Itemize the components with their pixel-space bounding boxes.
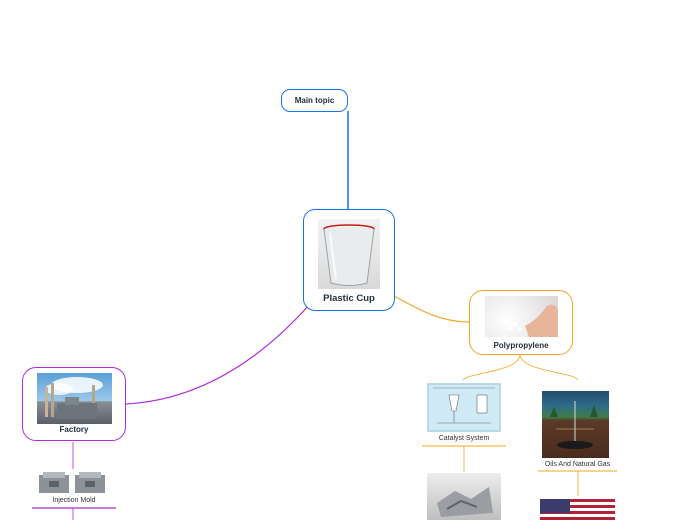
mold-icon xyxy=(39,472,105,493)
plastic-cup-image xyxy=(318,219,380,289)
oils-natural-gas-label[interactable]: Oils And Natural Gas xyxy=(544,461,611,468)
resin-pellets-image xyxy=(485,296,558,337)
main-topic-label: Main topic xyxy=(294,96,335,105)
factory-label: Factory xyxy=(59,425,89,434)
factory-icon xyxy=(45,377,103,419)
central-topic-node[interactable]: Plastic Cup xyxy=(303,209,395,311)
catalyst-system-image[interactable] xyxy=(427,383,501,432)
central-topic-label: Plastic Cup xyxy=(323,293,375,304)
polypropylene-label: Polypropylene xyxy=(493,341,549,350)
polypropylene-node[interactable]: Polypropylene xyxy=(469,290,573,355)
link-poly-oils xyxy=(519,353,579,381)
oil-rig-icon xyxy=(542,383,609,449)
injection-mold-label[interactable]: Injection Mold xyxy=(52,497,96,504)
catalyst-system-label[interactable]: Catalyst System xyxy=(438,435,490,442)
link-poly-catalyst xyxy=(462,353,521,381)
oils-natural-gas-image[interactable] xyxy=(542,383,609,458)
hand-icon xyxy=(503,304,558,337)
metal-parts-icon xyxy=(437,487,493,517)
us-flag-image[interactable] xyxy=(540,499,615,520)
link-center-polypropylene xyxy=(393,295,470,323)
link-center-factory xyxy=(125,303,311,405)
factory-node[interactable]: Factory xyxy=(22,367,126,441)
injection-mold-image[interactable] xyxy=(37,469,109,495)
process-diagram-icon xyxy=(427,383,501,432)
cup-icon xyxy=(323,224,375,286)
metal-parts-image[interactable] xyxy=(427,473,501,520)
main-topic-node[interactable]: Main topic xyxy=(281,89,348,112)
flag-canton xyxy=(540,499,570,513)
factory-image xyxy=(37,373,112,424)
